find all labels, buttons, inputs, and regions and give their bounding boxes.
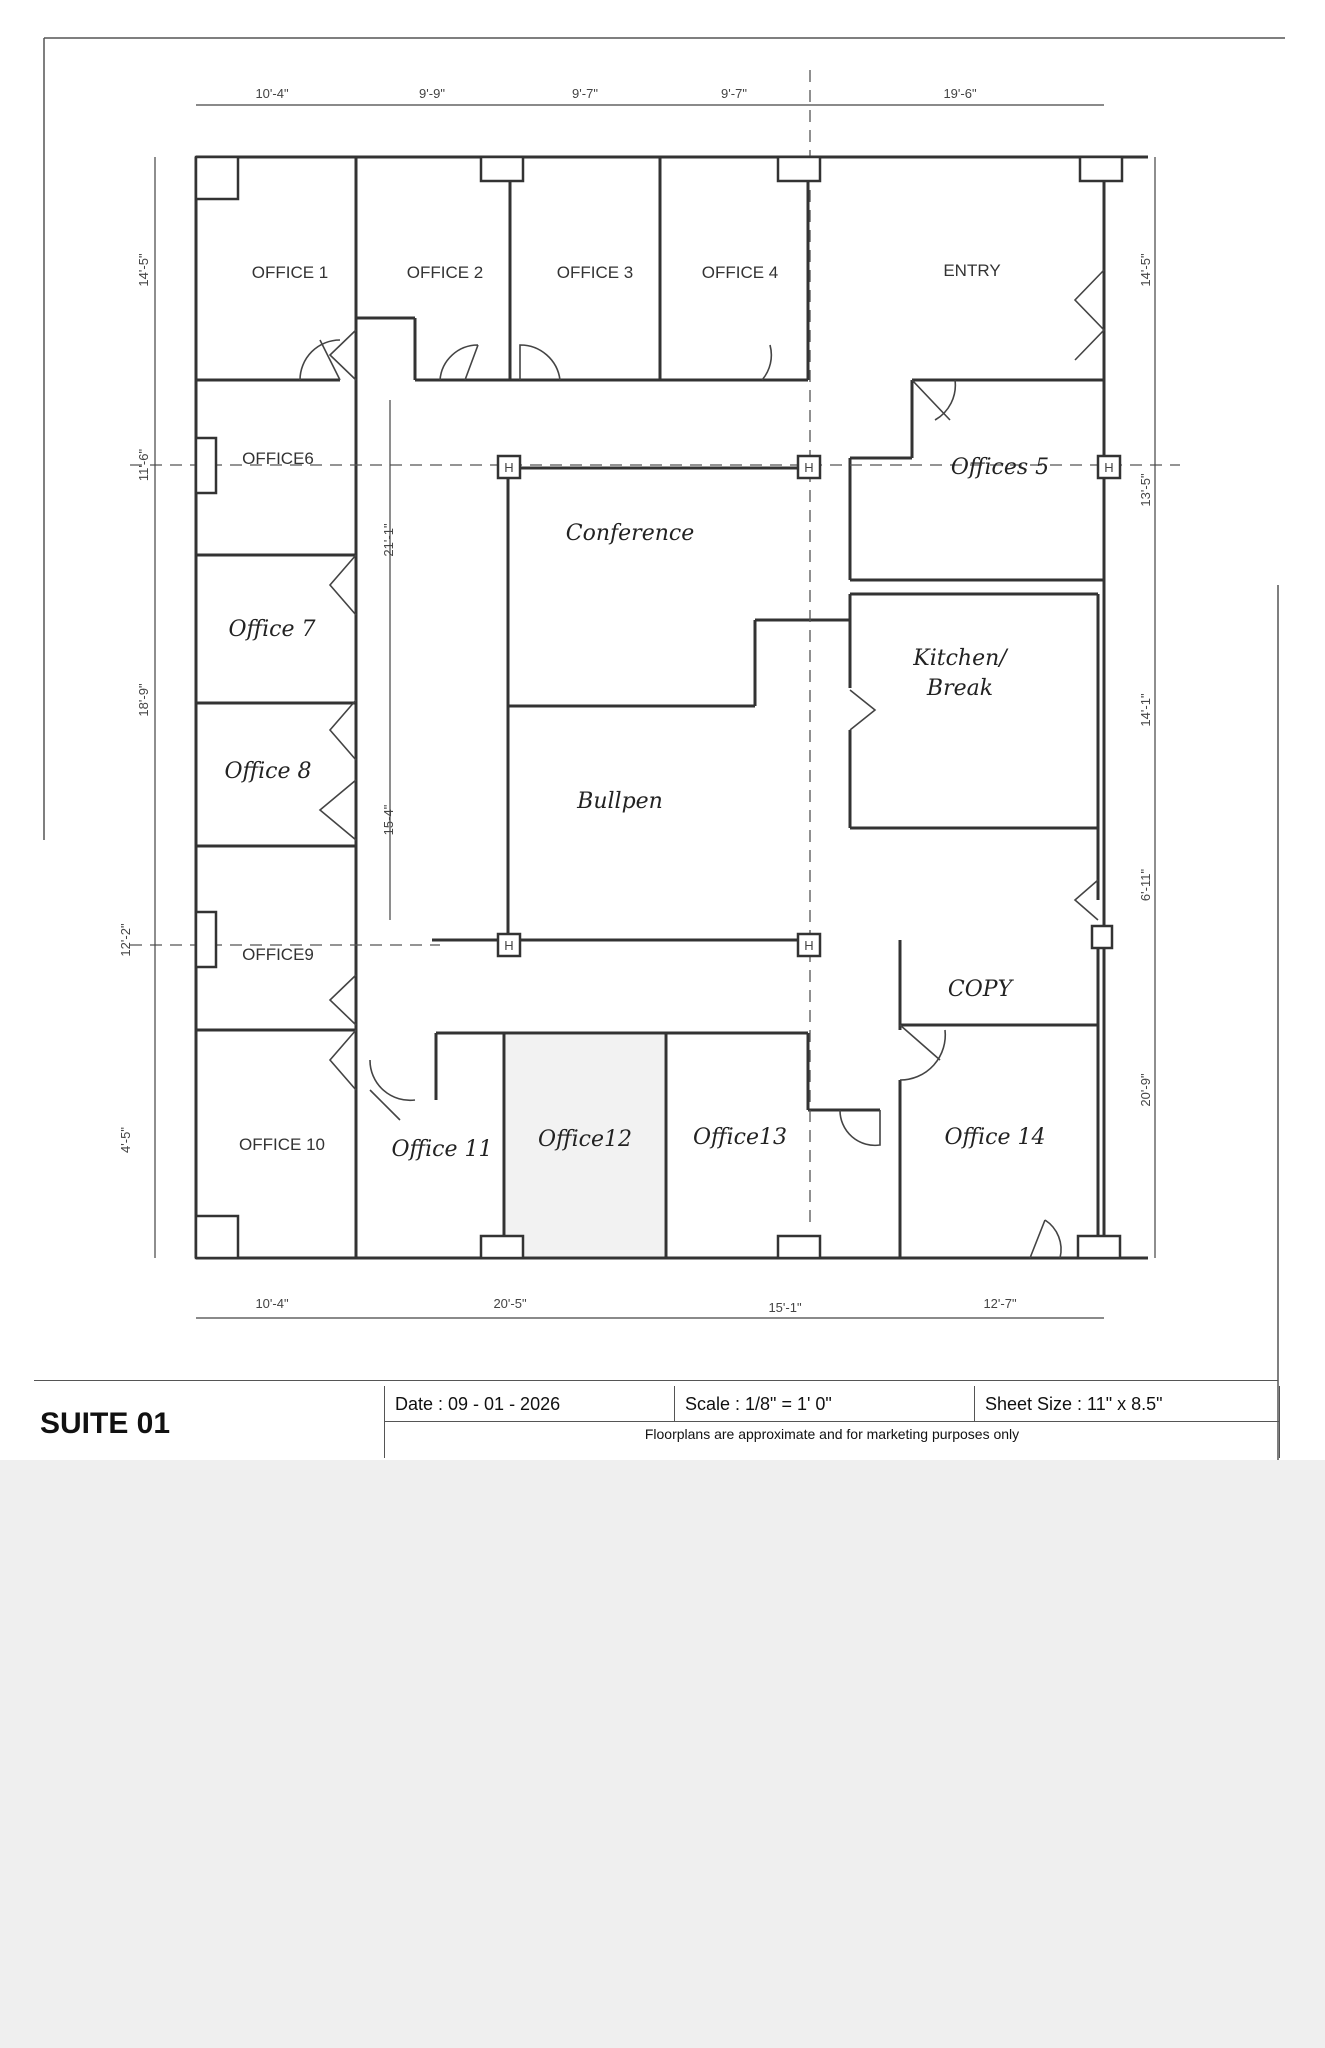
dim-top-3: 9'-7" <box>572 86 598 101</box>
grid-lines <box>130 70 1180 1230</box>
dim-top-1: 10'-4" <box>255 86 289 101</box>
floor-plan: H H H H H 10'-4" 9'-9" 9'-7" 9'-7" 19'-6… <box>43 37 1285 1460</box>
room-entry: ENTRY <box>943 261 1000 280</box>
blank-lower-area <box>0 1460 1325 2048</box>
dim-right-3: 14'-1" <box>1138 693 1153 727</box>
suite-title: SUITE 01 <box>40 1407 171 1440</box>
room-copy: COPY <box>948 977 1015 1002</box>
room-office13: Office13 <box>693 1125 787 1150</box>
dim-left-5: 4'-5" <box>118 1127 133 1153</box>
dim-left-2: 11'-6" <box>136 449 151 482</box>
doors <box>299 269 1106 1259</box>
dim-bottom-3: 15'-1" <box>768 1300 802 1315</box>
room-office6: OFFICE6 <box>242 449 314 468</box>
dim-top-5: 19'-6" <box>943 86 977 101</box>
room-office8: Office 8 <box>225 759 312 784</box>
dim-right-1: 14'-5" <box>1138 253 1153 287</box>
room-office11: Office 11 <box>392 1137 493 1162</box>
room-office1: OFFICE 1 <box>252 263 329 282</box>
room-office2: OFFICE 2 <box>407 263 484 282</box>
room-office5: Offices 5 <box>951 455 1049 480</box>
drawing-sheet: H H H H H 10'-4" 9'-9" 9'-7" 9'-7" 19'-6… <box>34 37 1285 1461</box>
dim-bottom-1: 10'-4" <box>255 1296 289 1311</box>
office12-shading <box>506 1035 664 1256</box>
column-markers: H H H H H <box>496 454 1122 958</box>
sheet-border <box>43 37 1285 1460</box>
dim-corridor-upper: 21'-1" <box>381 523 396 557</box>
room-kitchen-line2: Break <box>926 676 993 701</box>
dim-bottom-4: 12'-7" <box>983 1296 1017 1311</box>
room-office4: OFFICE 4 <box>702 263 779 282</box>
marker-h-2: H <box>804 460 813 475</box>
title-block-grid: Date : 09 - 01 - 2026 Scale : 1/8" = 1' … <box>384 1386 1280 1458</box>
room-office9: OFFICE9 <box>242 945 314 964</box>
scale-field: Scale : 1/8" = 1' 0" <box>675 1386 975 1422</box>
room-bullpen: Bullpen <box>576 789 663 814</box>
interior-walls <box>196 157 1104 1258</box>
marker-h-4: H <box>504 938 513 953</box>
disclaimer-note: Floorplans are approximate and for marke… <box>644 1426 1020 1442</box>
date-field: Date : 09 - 01 - 2026 <box>385 1386 675 1422</box>
columns <box>194 155 1124 1260</box>
dim-right-5: 20'-9" <box>1138 1073 1153 1107</box>
dim-left-4: 12'-2" <box>118 923 133 957</box>
room-office3: OFFICE 3 <box>557 263 634 282</box>
title-block: SUITE 01 Date : 09 - 01 - 2026 Scale : 1… <box>34 1380 1280 1461</box>
dim-top-4: 9'-7" <box>721 86 747 101</box>
dim-bottom-2: 20'-5" <box>493 1296 527 1311</box>
dim-right-2: 13'-5" <box>1138 473 1153 507</box>
marker-h-5: H <box>804 938 813 953</box>
dim-left-3: 18'-9" <box>136 683 151 717</box>
marker-h-3: H <box>1104 460 1113 475</box>
room-office14: Office 14 <box>945 1125 1046 1150</box>
dim-left-1: 14'-5" <box>136 253 151 287</box>
dim-corridor-lower: 15-4" <box>381 804 396 835</box>
room-office7: Office 7 <box>229 617 316 642</box>
dim-right-4: 6'-11" <box>1138 869 1153 902</box>
sheet-size-field: Sheet Size : 11" x 8.5" <box>975 1386 1279 1422</box>
dim-top-2: 9'-9" <box>419 86 445 101</box>
room-office10: OFFICE 10 <box>239 1135 325 1154</box>
room-conference: Conference <box>566 521 694 546</box>
room-office12: Office12 <box>538 1127 632 1152</box>
room-kitchen-line1: Kitchen/ <box>912 646 1009 671</box>
marker-h-1: H <box>504 460 513 475</box>
dimension-lines <box>154 104 1156 1319</box>
